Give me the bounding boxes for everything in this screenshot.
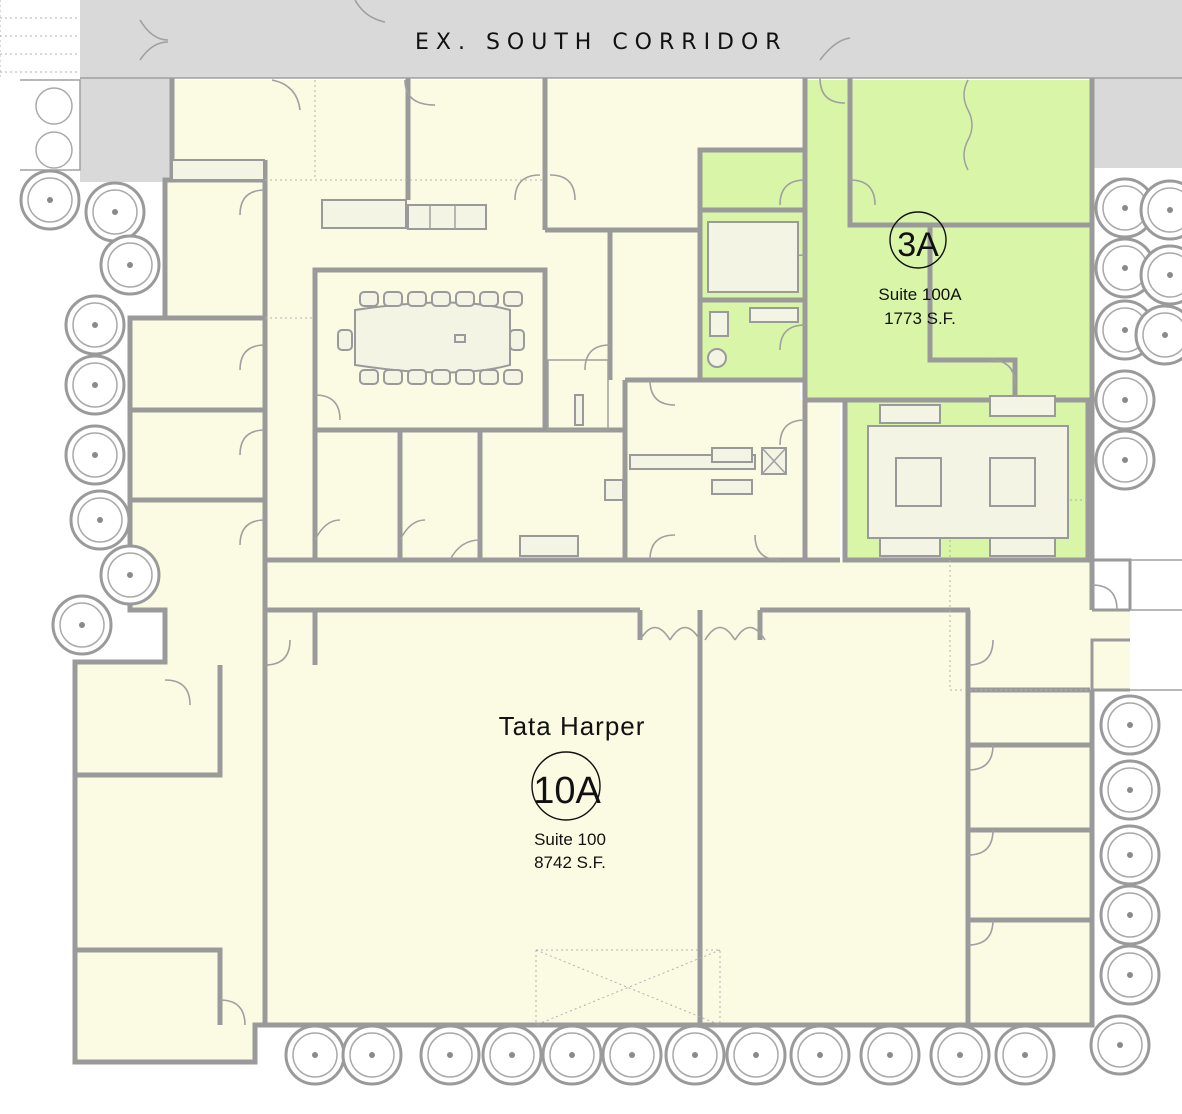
chair: [479, 369, 499, 385]
tree-icon: [64, 424, 126, 486]
tree-icon: [1139, 244, 1182, 306]
suite-10a-area: 8742 S.F.: [534, 853, 606, 872]
corridor-label: EX. SOUTH CORRIDOR: [415, 30, 788, 55]
conference-table: [337, 291, 525, 385]
chair: [407, 369, 427, 385]
tree-icon: [419, 1024, 481, 1086]
chair: [383, 291, 403, 307]
tree-icon: [1094, 369, 1156, 431]
chair: [479, 291, 499, 307]
tree-icon: [1099, 824, 1161, 886]
suite-3a-label: 3A Suite 100A 1773 S.F.: [878, 211, 962, 328]
tree-icon: [84, 181, 146, 243]
tree-icon: [929, 1024, 991, 1086]
landscape-trees: [19, 169, 1182, 1086]
tree-icon: [1099, 759, 1161, 821]
tree-icon: [859, 1024, 921, 1086]
chair: [455, 369, 475, 385]
tree-icon: [1099, 884, 1161, 946]
tree-icon: [1089, 1014, 1151, 1076]
suite-3a-area: 1773 S.F.: [884, 309, 956, 328]
tree-icon: [1094, 429, 1156, 491]
tree-icon: [481, 1024, 543, 1086]
doors: [164, 77, 1118, 1026]
corridor: EX. SOUTH CORRIDOR: [80, 0, 1182, 182]
suite-3a-tag-circle: [889, 211, 947, 269]
chair: [431, 291, 451, 307]
tenant-name: Tata Harper: [499, 711, 646, 741]
chair: [359, 291, 379, 307]
chair: [455, 291, 475, 307]
tree-icon: [1099, 694, 1161, 756]
tree-icon: [725, 1024, 787, 1086]
chair: [503, 369, 523, 385]
left-patio: [0, 0, 81, 171]
tree-icon: [601, 1024, 663, 1086]
suite-10a-floor: [75, 80, 1130, 1062]
tree-icon: [99, 544, 161, 606]
suite-10a-name: Suite 100: [534, 830, 606, 849]
tree-icon: [994, 1024, 1056, 1086]
tree-icon: [789, 1024, 851, 1086]
chair: [359, 369, 379, 385]
chair: [431, 369, 451, 385]
tree-icon: [1139, 179, 1182, 241]
suite-10a-tag: 10A: [533, 770, 601, 812]
chair: [407, 291, 427, 307]
suite-10a-tag-circle: [531, 751, 601, 821]
tree-icon: [541, 1024, 603, 1086]
tree-icon: [99, 234, 161, 296]
tree-icon: [1134, 304, 1182, 366]
chair: [383, 369, 403, 385]
tree-icon: [284, 1024, 346, 1086]
tree-icon: [1099, 944, 1161, 1006]
tree-icon: [64, 354, 126, 416]
suite-3a-name: Suite 100A: [878, 285, 962, 304]
tree-icon: [664, 1024, 726, 1086]
tree-icon: [51, 594, 113, 656]
tree-icon: [341, 1024, 403, 1086]
tree-icon: [69, 489, 131, 551]
fixtures: [171, 79, 1069, 1026]
suite-10a-label: Tata Harper 10A Suite 100 8742 S.F.: [499, 711, 646, 872]
suite-3a-tag: 3A: [897, 226, 939, 264]
tree-icon: [19, 169, 81, 231]
tree-icon: [64, 294, 126, 356]
chair: [503, 291, 523, 307]
